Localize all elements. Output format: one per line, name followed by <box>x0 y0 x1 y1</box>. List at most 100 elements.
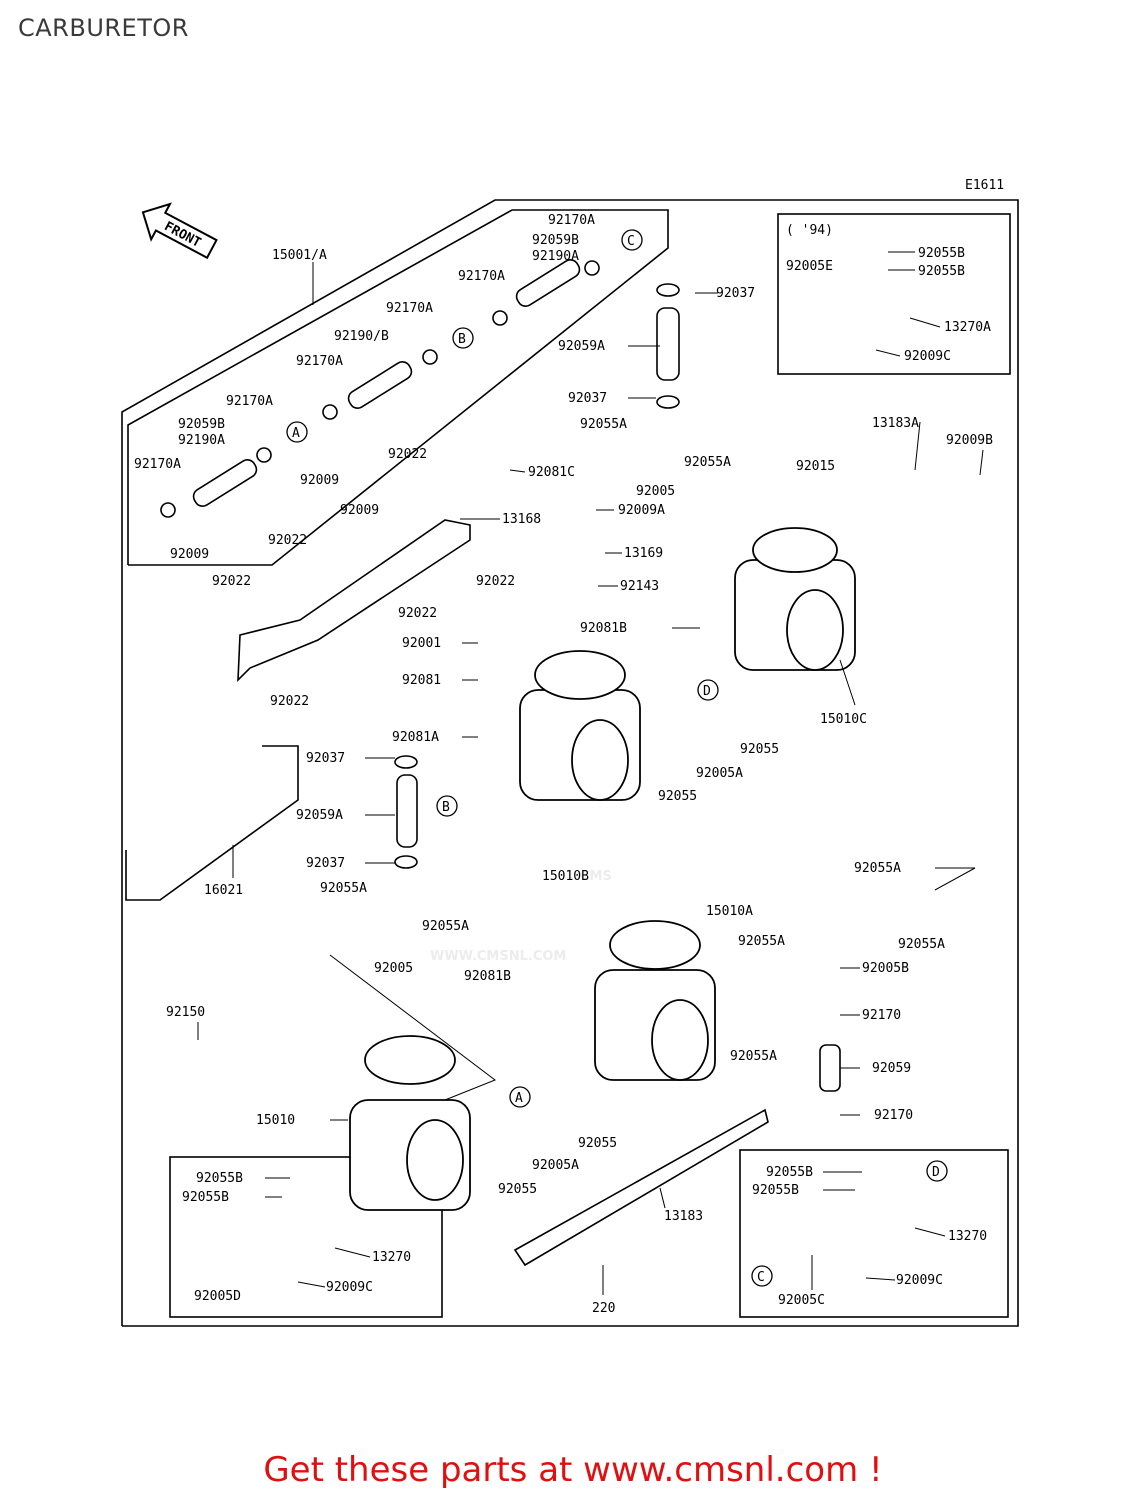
part-label: 92150 <box>166 1005 205 1020</box>
part-label: 92009C <box>896 1273 943 1288</box>
callout-c2: C <box>757 1270 765 1285</box>
part-label: 92009B <box>946 433 993 448</box>
part-label: 92055 <box>578 1136 617 1151</box>
part-label: 92037 <box>716 286 755 301</box>
callout-d: D <box>703 684 711 699</box>
callout-a2-circle <box>509 1086 531 1108</box>
part-label: 92055A <box>730 1049 777 1064</box>
part-label: 92190/B <box>334 329 389 344</box>
part-label: 92170A <box>226 394 273 409</box>
part-label: 92055 <box>740 742 779 757</box>
part-label: 92001 <box>402 636 441 651</box>
part-labels: 15001/A 92170A 92059B 92190A 92170A 9217… <box>134 213 993 1316</box>
fuel-hoses <box>160 259 841 1092</box>
carburetor-15010b <box>519 650 641 801</box>
part-label: 92190A <box>178 433 225 448</box>
part-label: 92081 <box>402 673 441 688</box>
callout-c: C <box>627 234 635 249</box>
part-label: 92170A <box>134 457 181 472</box>
inset-left-frame <box>169 1156 443 1318</box>
part-label: 92005C <box>778 1293 825 1308</box>
clamp-icon <box>256 447 272 463</box>
inset-94-frame <box>777 213 1011 375</box>
part-label: 92059A <box>296 808 343 823</box>
part-label: 92055B <box>182 1190 229 1205</box>
part-label: 92005E <box>786 259 833 274</box>
part-label: 92055A <box>854 861 901 876</box>
part-label: 15010A <box>706 904 753 919</box>
clamp-icon <box>160 502 176 518</box>
part-label: 92055B <box>918 264 965 279</box>
part-label: 92059B <box>532 233 579 248</box>
part-label: 15001/A <box>272 248 327 263</box>
pilot-screw-frame <box>125 745 299 901</box>
leader-lines <box>197 251 984 1295</box>
vent-tube-top <box>656 307 680 381</box>
clip-icon <box>394 855 418 869</box>
part-label: 16021 <box>204 883 243 898</box>
part-label: 92009 <box>170 547 209 562</box>
part-label: 92055B <box>196 1171 243 1186</box>
part-label: 92143 <box>620 579 659 594</box>
part-label: 92055A <box>738 934 785 949</box>
part-label: 92170A <box>548 213 595 228</box>
part-label: 92055B <box>918 246 965 261</box>
part-label: 92022 <box>270 694 309 709</box>
part-label: 92055A <box>684 455 731 470</box>
part-label: 92009 <box>340 503 379 518</box>
part-label: 15010B <box>542 869 589 884</box>
fuel-hose-frame <box>127 209 669 566</box>
callout-letters: A B C D B A D C <box>286 229 948 1287</box>
part-label: 92055A <box>320 881 367 896</box>
part-label: 92081A <box>392 730 439 745</box>
part-label: 92170A <box>296 354 343 369</box>
clamp-icon <box>584 260 600 276</box>
part-label: 92055A <box>898 937 945 952</box>
part-label: 13270A <box>944 320 991 335</box>
callout-b2: B <box>442 800 450 815</box>
part-label: 92055B <box>752 1183 799 1198</box>
figure-code: E1611 <box>965 178 1004 193</box>
part-label: 92055A <box>422 919 469 934</box>
part-label: 92170A <box>458 269 505 284</box>
part-label: 92055A <box>580 417 627 432</box>
callout-d-circle <box>697 679 719 701</box>
front-arrow-icon: FRONT <box>141 202 218 260</box>
part-label: 220 <box>592 1301 615 1316</box>
part-label: 92170 <box>862 1008 901 1023</box>
part-label: 92037 <box>306 751 345 766</box>
hose-b <box>347 361 413 409</box>
carburetor-15010 <box>349 1035 471 1211</box>
part-label: 92037 <box>568 391 607 406</box>
part-label: 92190A <box>532 249 579 264</box>
part-label: 92005B <box>862 961 909 976</box>
footer-link[interactable]: Get these parts at www.cmsnl.com ! <box>263 1450 883 1490</box>
part-label: 92022 <box>476 574 515 589</box>
part-label: 13168 <box>502 512 541 527</box>
part-label: 92005A <box>696 766 743 781</box>
part-label: 92081C <box>528 465 575 480</box>
callout-d2: D <box>932 1165 940 1180</box>
part-label: 92005D <box>194 1289 241 1304</box>
carburetor-15010c <box>734 527 856 671</box>
vent-tube-right <box>819 1044 841 1092</box>
page-title: CARBURETOR <box>18 14 189 42</box>
clamp-icon <box>492 310 508 326</box>
callout-d2-circle <box>926 1160 948 1182</box>
watermark-url: WWW.CMSNL.COM <box>430 949 566 964</box>
part-label: 92022 <box>268 533 307 548</box>
inset-94-label: ( '94) <box>786 223 833 238</box>
part-label: 92015 <box>796 459 835 474</box>
part-label: 13270 <box>948 1229 987 1244</box>
part-label: 92009C <box>326 1280 373 1295</box>
callout-a-circle <box>286 421 308 443</box>
inset-right-frame <box>739 1149 1009 1318</box>
part-label: 13169 <box>624 546 663 561</box>
hose-a <box>192 459 258 507</box>
part-label: 92005A <box>532 1158 579 1173</box>
carburetor-15010a <box>594 920 716 1081</box>
callout-c-circle <box>621 229 643 251</box>
clip-icon <box>656 395 680 409</box>
part-label: 92009A <box>618 503 665 518</box>
part-label: 13183 <box>664 1209 703 1224</box>
